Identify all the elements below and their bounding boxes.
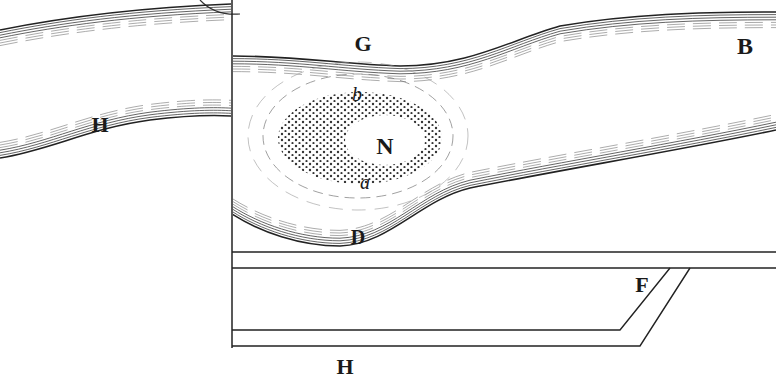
right-membrane-band — [233, 12, 776, 246]
membrane-layer — [233, 25, 776, 79]
membrane-layer — [233, 17, 776, 71]
membrane-layer — [0, 20, 231, 46]
part-letter: a — [358, 172, 372, 192]
membrane-layer — [233, 12, 776, 66]
membrane-layer — [0, 108, 231, 151]
part-letter: D — [349, 227, 367, 247]
membrane-layer — [0, 102, 231, 145]
membrane-layer — [0, 110, 231, 153]
membrane-layer — [233, 15, 776, 69]
membrane-layer — [0, 100, 231, 143]
divider-line — [231, 0, 233, 348]
part-letter: H — [89, 114, 110, 136]
left-membrane-band — [0, 4, 231, 158]
double-line-frame — [232, 252, 776, 346]
part-letter: G — [352, 33, 373, 55]
part-letter: B — [735, 34, 755, 58]
membrane-layer — [0, 105, 231, 148]
membrane-layer — [0, 113, 231, 156]
part-letter: H — [334, 356, 355, 378]
membrane-layer — [0, 115, 231, 158]
part-letter: b — [350, 84, 364, 104]
part-letter: F — [633, 274, 650, 296]
part-letter: N — [374, 134, 395, 158]
membrane-layer — [233, 28, 776, 82]
membrane-layer — [233, 20, 776, 74]
nucleus — [248, 62, 468, 210]
